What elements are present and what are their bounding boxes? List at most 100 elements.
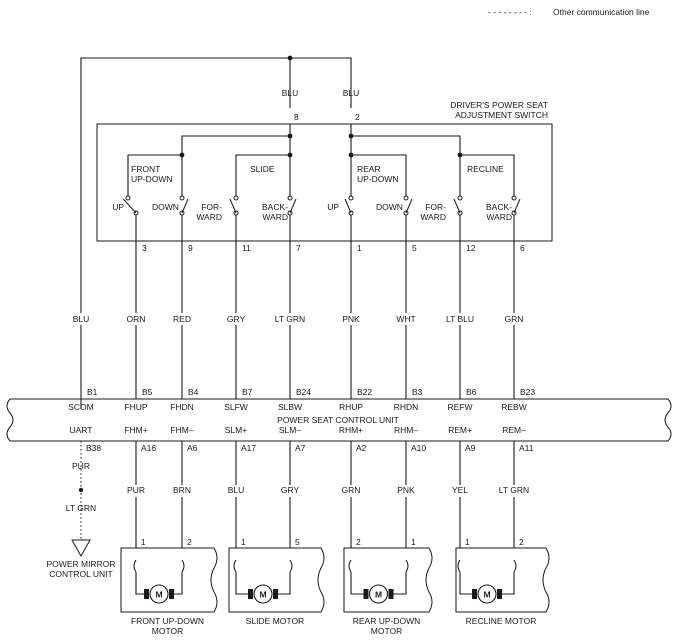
motor-pin: 1 [241,537,246,547]
group-label-front-up-down-1: FRONT [131,164,160,174]
legend-label: Other communication line [553,7,650,17]
motor-icon [149,584,169,604]
switch-pin-label: 9 [188,243,193,253]
motor-pin: 2 [519,537,524,547]
unit-top-pin: B22 [357,387,372,397]
upper-wire-color: GRY [227,314,246,324]
comm-wire-lt-grn: LT GRN [66,503,96,513]
switch-title-line1: DRIVER'S POWER SEAT [450,100,548,110]
upper-wire-color: RED [173,314,191,324]
upper-wire-color: GRN [505,314,524,324]
unit-top-signal: REBW [501,402,527,412]
lower-wire-color: LT GRN [499,485,529,495]
contact-label: WARD [262,212,288,222]
contact-label: DOWN [376,202,403,212]
unit-bottom-signal: REM– [502,425,526,435]
group-label-slide: SLIDE [250,164,275,174]
switch-group-labels: FRONT UP-DOWN SLIDE REAR UP-DOWN RECLINE [131,164,504,184]
power-seat-control-unit: POWER SEAT CONTROL UNIT [6,398,672,442]
switch-box [96,123,553,242]
group-label-recline: RECLINE [467,164,504,174]
contact-label: WARD [486,212,512,222]
upper-wire-color: ORN [127,314,146,324]
motor-pin: 1 [141,537,146,547]
switch-pin-label: 5 [412,243,417,253]
contact-label: DOWN [152,202,179,212]
group-label-front-up-down-2: UP-DOWN [131,174,173,184]
unit-bottom-pin: A7 [295,443,306,453]
unit-top-pin: B6 [466,387,477,397]
unit-bottom-signal: RHM– [394,425,418,435]
group-label-rear-up-down-1: REAR [357,164,381,174]
contact-label: WARD [196,212,222,222]
unit-bottom-signal: RHM+ [339,425,363,435]
feed-pin-8: 8 [294,112,299,122]
unit-top-signal: FHDN [170,402,194,412]
unit-bottom-pin: A2 [356,443,367,453]
switch-pin-label: 6 [520,243,525,253]
unit-top-pin: B23 [520,387,535,397]
unit-top-pin: B4 [188,387,199,397]
contact-label: WARD [420,212,446,222]
unit-top-pin: B5 [142,387,153,397]
feed-wire-label-left: BLU [282,88,299,98]
legend-line-sample: - - - - - - - - : [488,7,532,17]
motor-name: FRONT UP-DOWN [131,616,204,626]
lower-wire-color: YEL [452,485,468,495]
motor-name: SLIDE MOTOR [246,616,304,626]
motor-icon [368,584,389,604]
lower-wire-color: GRY [281,485,300,495]
legend: - - - - - - - - : Other communication li… [488,7,650,17]
switch-contacts: UP3DOWN9FOR-WARD11BACK-WARD7UP1DOWN5FOR-… [112,195,525,253]
motor-pin: 5 [295,537,300,547]
unit-bottom-signal: FHM– [170,425,193,435]
unit-top-signal: RHUP [339,402,363,412]
contact-label: UP [327,202,339,212]
motor-symbol: M [375,590,382,600]
power-mirror-unit-line2: CONTROL UNIT [49,569,112,579]
communication-line: PUR LT GRN POWER MIRROR CONTROL UNIT [47,441,116,579]
motor-name: REAR UP-DOWN [353,616,421,626]
unit-bottom-pin: A17 [241,443,256,453]
unit-top-pin: B3 [412,387,423,397]
down-triangle-icon [71,539,91,558]
switch-contact: UP3 [112,195,147,253]
unit-top-pin: B24 [296,387,311,397]
adjustment-switch: DRIVER'S POWER SEAT ADJUSTMENT SWITCH [96,100,553,242]
switch-pin-label: 1 [357,243,362,253]
motor-pin: 2 [356,537,361,547]
switch-contact: UP 1 [327,195,362,253]
switch-pin-label: 12 [466,243,476,253]
lower-wire-color: PUR [127,485,145,495]
switch-title-line2: ADJUSTMENT SWITCH [455,110,548,120]
upper-wire-color: BLU [73,314,90,324]
upper-wire-color: WHT [396,314,415,324]
motor-symbol: M [155,590,162,600]
unit-top-pin: B7 [242,387,253,397]
motor-symbol: M [259,590,266,600]
contact-label: BACK- [486,202,512,212]
contact-label: UP [112,202,124,212]
unit-top-signal: RHDN [394,402,419,412]
unit-bottom-pin: B38 [86,443,101,453]
switch-pin-label: 7 [296,243,301,253]
unit-top-signal: FHUP [124,402,147,412]
unit-top-signal: SLFW [224,402,248,412]
unit-bottom-pin: A6 [187,443,198,453]
unit-bottom-signal: FHM+ [124,425,147,435]
lower-wire-color: BRN [173,485,191,495]
unit-bottom-pin: A9 [465,443,476,453]
switch-contact: DOWN 9 [152,195,193,253]
feed-pin-2: 2 [355,112,360,122]
contact-label: FOR- [425,202,446,212]
unit-top-signal: SCOM [68,402,94,412]
motor-pin: 1 [465,537,470,547]
unit-title: POWER SEAT CONTROL UNIT [277,415,399,425]
switch-pin-label: 11 [242,243,251,253]
power-mirror-unit-line1: POWER MIRROR [47,559,116,569]
